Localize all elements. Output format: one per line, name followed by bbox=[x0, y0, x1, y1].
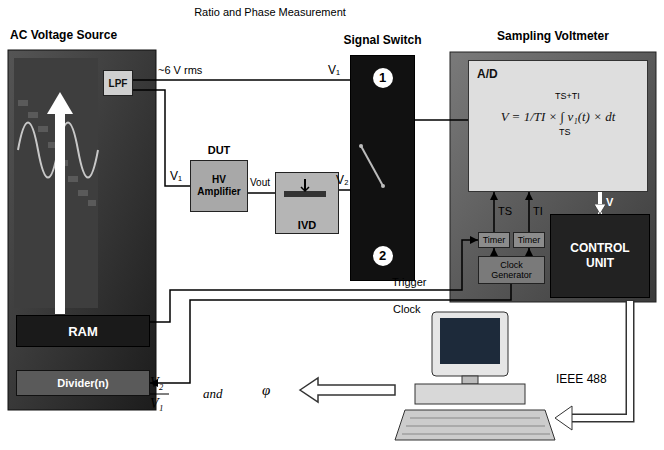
clock-box: Clock Generator bbox=[478, 256, 545, 284]
filter-box: LPF bbox=[103, 70, 133, 96]
control-box: CONTROL UNIT bbox=[550, 214, 650, 298]
box-text: LPF bbox=[109, 78, 128, 89]
signal-label: and bbox=[203, 386, 223, 401]
art-rect bbox=[462, 376, 478, 384]
signal-label: Vout bbox=[250, 177, 270, 189]
computer-icon bbox=[395, 312, 555, 440]
box-symbol bbox=[351, 56, 393, 278]
amplifier-box: DUTHV Amplifier bbox=[190, 160, 248, 212]
connector bbox=[528, 248, 530, 256]
box-subtext: 2 bbox=[373, 246, 393, 266]
box-subtext: 1 bbox=[373, 68, 393, 88]
connector-label: Clock bbox=[393, 303, 421, 316]
box-text: Timer bbox=[483, 235, 506, 245]
connector bbox=[415, 119, 468, 121]
connector bbox=[493, 192, 495, 232]
signal-label: V₂ bbox=[150, 375, 163, 391]
connector-label: V bbox=[606, 196, 613, 209]
art-path bbox=[571, 301, 630, 418]
box-text: RAM bbox=[68, 324, 98, 339]
connector-label: Trigger bbox=[392, 276, 426, 289]
up-arrow bbox=[47, 92, 73, 314]
timer-box: Timer bbox=[478, 232, 510, 248]
fraction-bar bbox=[147, 394, 169, 395]
converter-box: A/D V = 1/TI × ∫ v₁(t) × dt bbox=[468, 60, 648, 192]
box-text: Divider(n) bbox=[57, 377, 108, 389]
connector bbox=[133, 90, 190, 186]
connector-label: TS bbox=[498, 205, 512, 218]
art-rect bbox=[38, 126, 48, 132]
voltmeter-panel: Sampling VoltmeterA/DV = 1/TI × ∫ v₁(t) … bbox=[450, 52, 656, 302]
art-rect bbox=[432, 312, 508, 376]
box-text: A/D bbox=[477, 67, 498, 81]
art-polygon bbox=[47, 92, 73, 114]
art-rect bbox=[55, 112, 65, 314]
switch-box: Signal Switch12 bbox=[350, 55, 415, 281]
art-polygon bbox=[555, 406, 572, 430]
box-text: Sampling Voltmeter bbox=[497, 29, 609, 43]
box-subtext: V = 1/TI × ∫ v₁(t) × dt bbox=[469, 109, 647, 125]
connector bbox=[493, 248, 495, 256]
signal-label: TS+TI bbox=[555, 91, 580, 102]
connector-label: TI bbox=[533, 205, 543, 218]
box-symbol bbox=[276, 173, 334, 215]
box-text: CONTROL UNIT bbox=[555, 241, 645, 271]
connector-label: ~6 V rms bbox=[158, 64, 202, 77]
connector bbox=[248, 192, 275, 194]
memory-box: RAM bbox=[16, 315, 150, 347]
connector bbox=[598, 192, 602, 214]
signal-label: V₂ bbox=[336, 173, 349, 187]
box-subtext: HV Amplifier bbox=[193, 174, 245, 198]
connector bbox=[133, 79, 350, 81]
source-panel bbox=[8, 50, 156, 410]
box-text: IVD bbox=[298, 219, 316, 231]
art-rect bbox=[68, 176, 78, 182]
signal-label: V₁ bbox=[328, 63, 340, 77]
connector bbox=[150, 284, 511, 383]
art-rect bbox=[18, 100, 28, 106]
signal-label: φ bbox=[262, 382, 270, 399]
art-rect bbox=[415, 384, 525, 404]
art-rect bbox=[78, 190, 88, 196]
signal-label: IEEE 488 bbox=[556, 372, 607, 386]
result-arrow bbox=[300, 378, 395, 402]
art-rect bbox=[440, 318, 500, 364]
signal-label: TS bbox=[559, 127, 571, 138]
signal-label: V₁ bbox=[150, 396, 163, 412]
divider-box: Divider(n) bbox=[16, 370, 150, 396]
box-text: Timer bbox=[518, 235, 541, 245]
connector bbox=[528, 192, 530, 232]
art-rect bbox=[88, 200, 96, 206]
box-text: AC Voltage Source bbox=[10, 28, 117, 42]
connector bbox=[150, 240, 478, 322]
box-text: Clock Generator bbox=[480, 260, 543, 280]
signal-label: V₁ bbox=[170, 169, 182, 183]
diagram-title: Ratio and Phase Measurement bbox=[0, 6, 540, 18]
art-path bbox=[402, 418, 550, 434]
source-panel: AC Voltage SourceLPFRAMDivider(n) bbox=[8, 50, 156, 410]
art-path bbox=[570, 300, 630, 418]
art-polygon bbox=[395, 410, 555, 440]
connector bbox=[339, 189, 350, 191]
ieee-arrow bbox=[555, 300, 630, 430]
timer-box: Timer bbox=[513, 232, 545, 248]
voltmeter-panel bbox=[450, 52, 656, 302]
box-text: Signal Switch bbox=[343, 33, 421, 47]
art-rect bbox=[28, 112, 38, 118]
box-text: DUT bbox=[208, 144, 231, 156]
ivd-box: IVD bbox=[275, 172, 339, 234]
